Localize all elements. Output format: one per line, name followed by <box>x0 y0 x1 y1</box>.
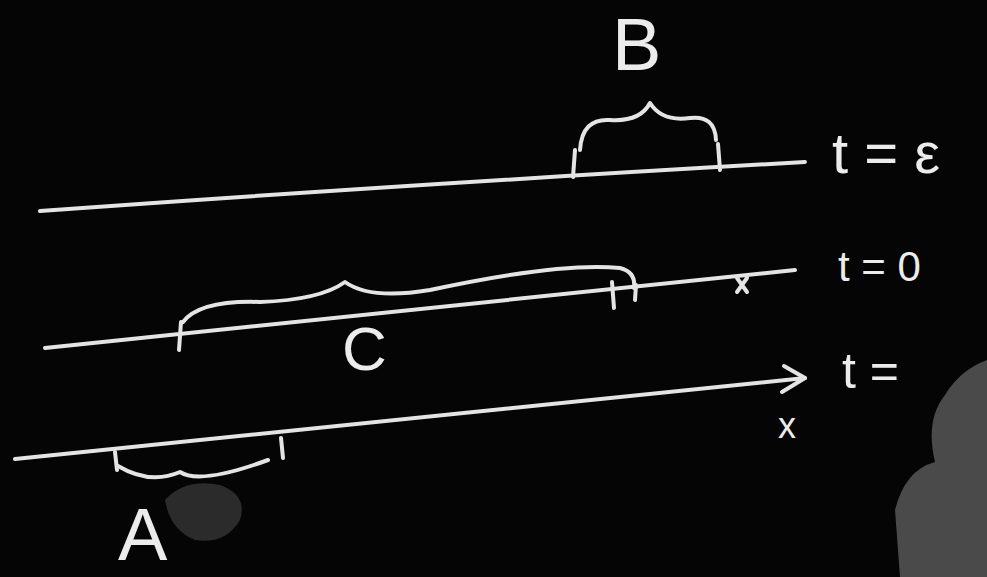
interval-name: A <box>118 498 167 572</box>
cross-mark <box>737 278 747 292</box>
lecturer-silhouette <box>895 360 987 577</box>
interval-brace <box>118 460 268 477</box>
interval-name: C <box>342 318 387 380</box>
interval-brace <box>580 103 716 150</box>
interval-brace <box>183 267 634 322</box>
time-label: t = 0 <box>838 246 921 288</box>
time-line <box>45 270 795 348</box>
time-line <box>40 162 805 211</box>
time-label: t = <box>842 346 899 396</box>
axis-arrowhead <box>782 366 805 392</box>
chalk-smudge <box>165 483 242 541</box>
time-label: t = ε <box>832 124 940 182</box>
interval-name: B <box>612 8 661 82</box>
axis-label: x <box>778 408 796 444</box>
axis-line <box>15 378 805 459</box>
interval-tick <box>573 144 720 177</box>
